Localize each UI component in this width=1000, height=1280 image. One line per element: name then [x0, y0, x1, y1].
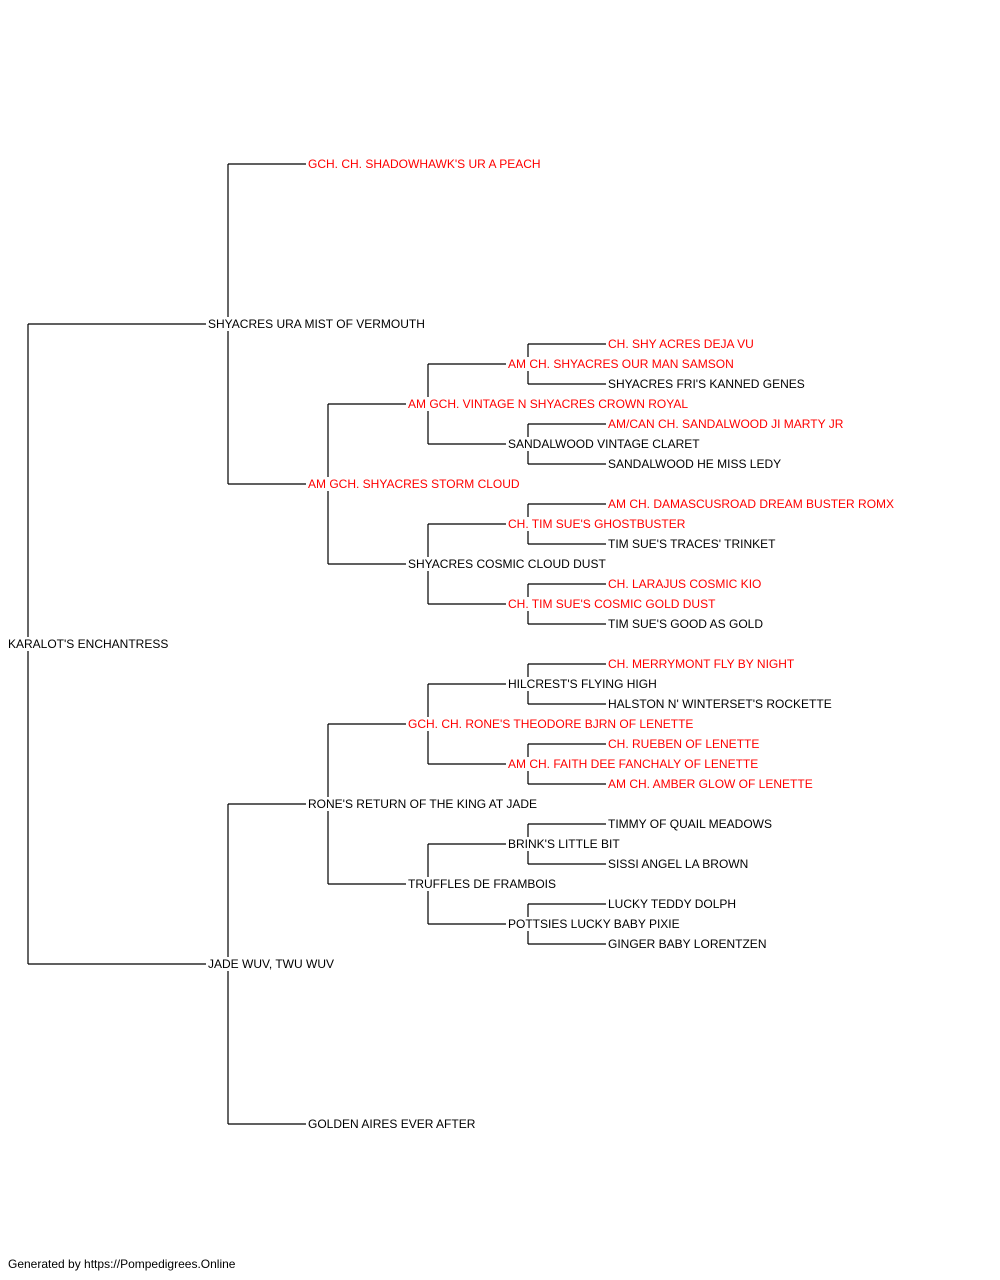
dam-d5-name: AM CH. AMBER GLOW OF LENETTE — [608, 777, 815, 791]
sire-d1-name: SHYACRES URA MIST OF VERMOUTH — [208, 317, 427, 331]
dam-d4-name: SANDALWOOD VINTAGE CLARET — [508, 437, 702, 451]
dam-d3-name: SHYACRES COSMIC CLOUD DUST — [408, 557, 608, 571]
dam-d2-name: AM GCH. SHYACRES STORM CLOUD — [308, 477, 522, 491]
sire-d5-name: CH. LARAJUS COSMIC KIO — [608, 577, 764, 591]
dam-d5-name: SANDALWOOD HE MISS LEDY — [608, 457, 784, 471]
dam-d4-name: AM CH. FAITH DEE FANCHALY OF LENETTE — [508, 757, 761, 771]
dam-d5-name: TIM SUE'S GOOD AS GOLD — [608, 617, 765, 631]
dam-d4-name: POTTSIES LUCKY BABY PIXIE — [508, 917, 682, 931]
sire-d3-name: GCH. CH. RONE'S THEODORE BJRN OF LENETTE — [408, 717, 696, 731]
dam-d1-name: JADE WUV, TWU WUV — [208, 957, 337, 971]
sire-d2-name: RONE'S RETURN OF THE KING AT JADE — [308, 797, 539, 811]
sire-d3-name: AM GCH. VINTAGE N SHYACRES CROWN ROYAL — [408, 397, 691, 411]
sire-d5-name: LUCKY TEDDY DOLPH — [608, 897, 739, 911]
dam-d5-name: GINGER BABY LORENTZEN — [608, 937, 769, 951]
sire-d4-name: BRINK'S LITTLE BIT — [508, 837, 622, 851]
subject-name: KARALOT'S ENCHANTRESS — [8, 637, 171, 651]
sire-d5-name: CH. MERRYMONT FLY BY NIGHT — [608, 657, 797, 671]
sire-d5-name: AM/CAN CH. SANDALWOOD JI MARTY JR — [608, 417, 846, 431]
dam-d5-name: TIM SUE'S TRACES' TRINKET — [608, 537, 778, 551]
dam-d5-name: SHYACRES FRI'S KANNED GENES — [608, 377, 807, 391]
dam-d3-name: TRUFFLES DE FRAMBOIS — [408, 877, 559, 891]
dam-d5-name: SISSI ANGEL LA BROWN — [608, 857, 751, 871]
sire-d5-name: CH. RUEBEN OF LENETTE — [608, 737, 762, 751]
generated-by-footer: Generated by https://Pompedigrees.Online — [8, 1257, 236, 1271]
sire-d5-name: AM CH. DAMASCUSROAD DREAM BUSTER ROMX — [608, 497, 897, 511]
sire-d2-name: GCH. CH. SHADOWHAWK'S UR A PEACH — [308, 157, 543, 171]
sire-d4-name: CH. TIM SUE'S GHOSTBUSTER — [508, 517, 688, 531]
sire-d4-name: AM CH. SHYACRES OUR MAN SAMSON — [508, 357, 736, 371]
sire-d4-name: HILCREST'S FLYING HIGH — [508, 677, 659, 691]
dam-d4-name: CH. TIM SUE'S COSMIC GOLD DUST — [508, 597, 718, 611]
dam-d2-name: GOLDEN AIRES EVER AFTER — [308, 1117, 478, 1131]
dam-d5-name: HALSTON N' WINTERSET'S ROCKETTE — [608, 697, 834, 711]
sire-d5-name: CH. SHY ACRES DEJA VU — [608, 337, 756, 351]
sire-d5-name: TIMMY OF QUAIL MEADOWS — [608, 817, 775, 831]
